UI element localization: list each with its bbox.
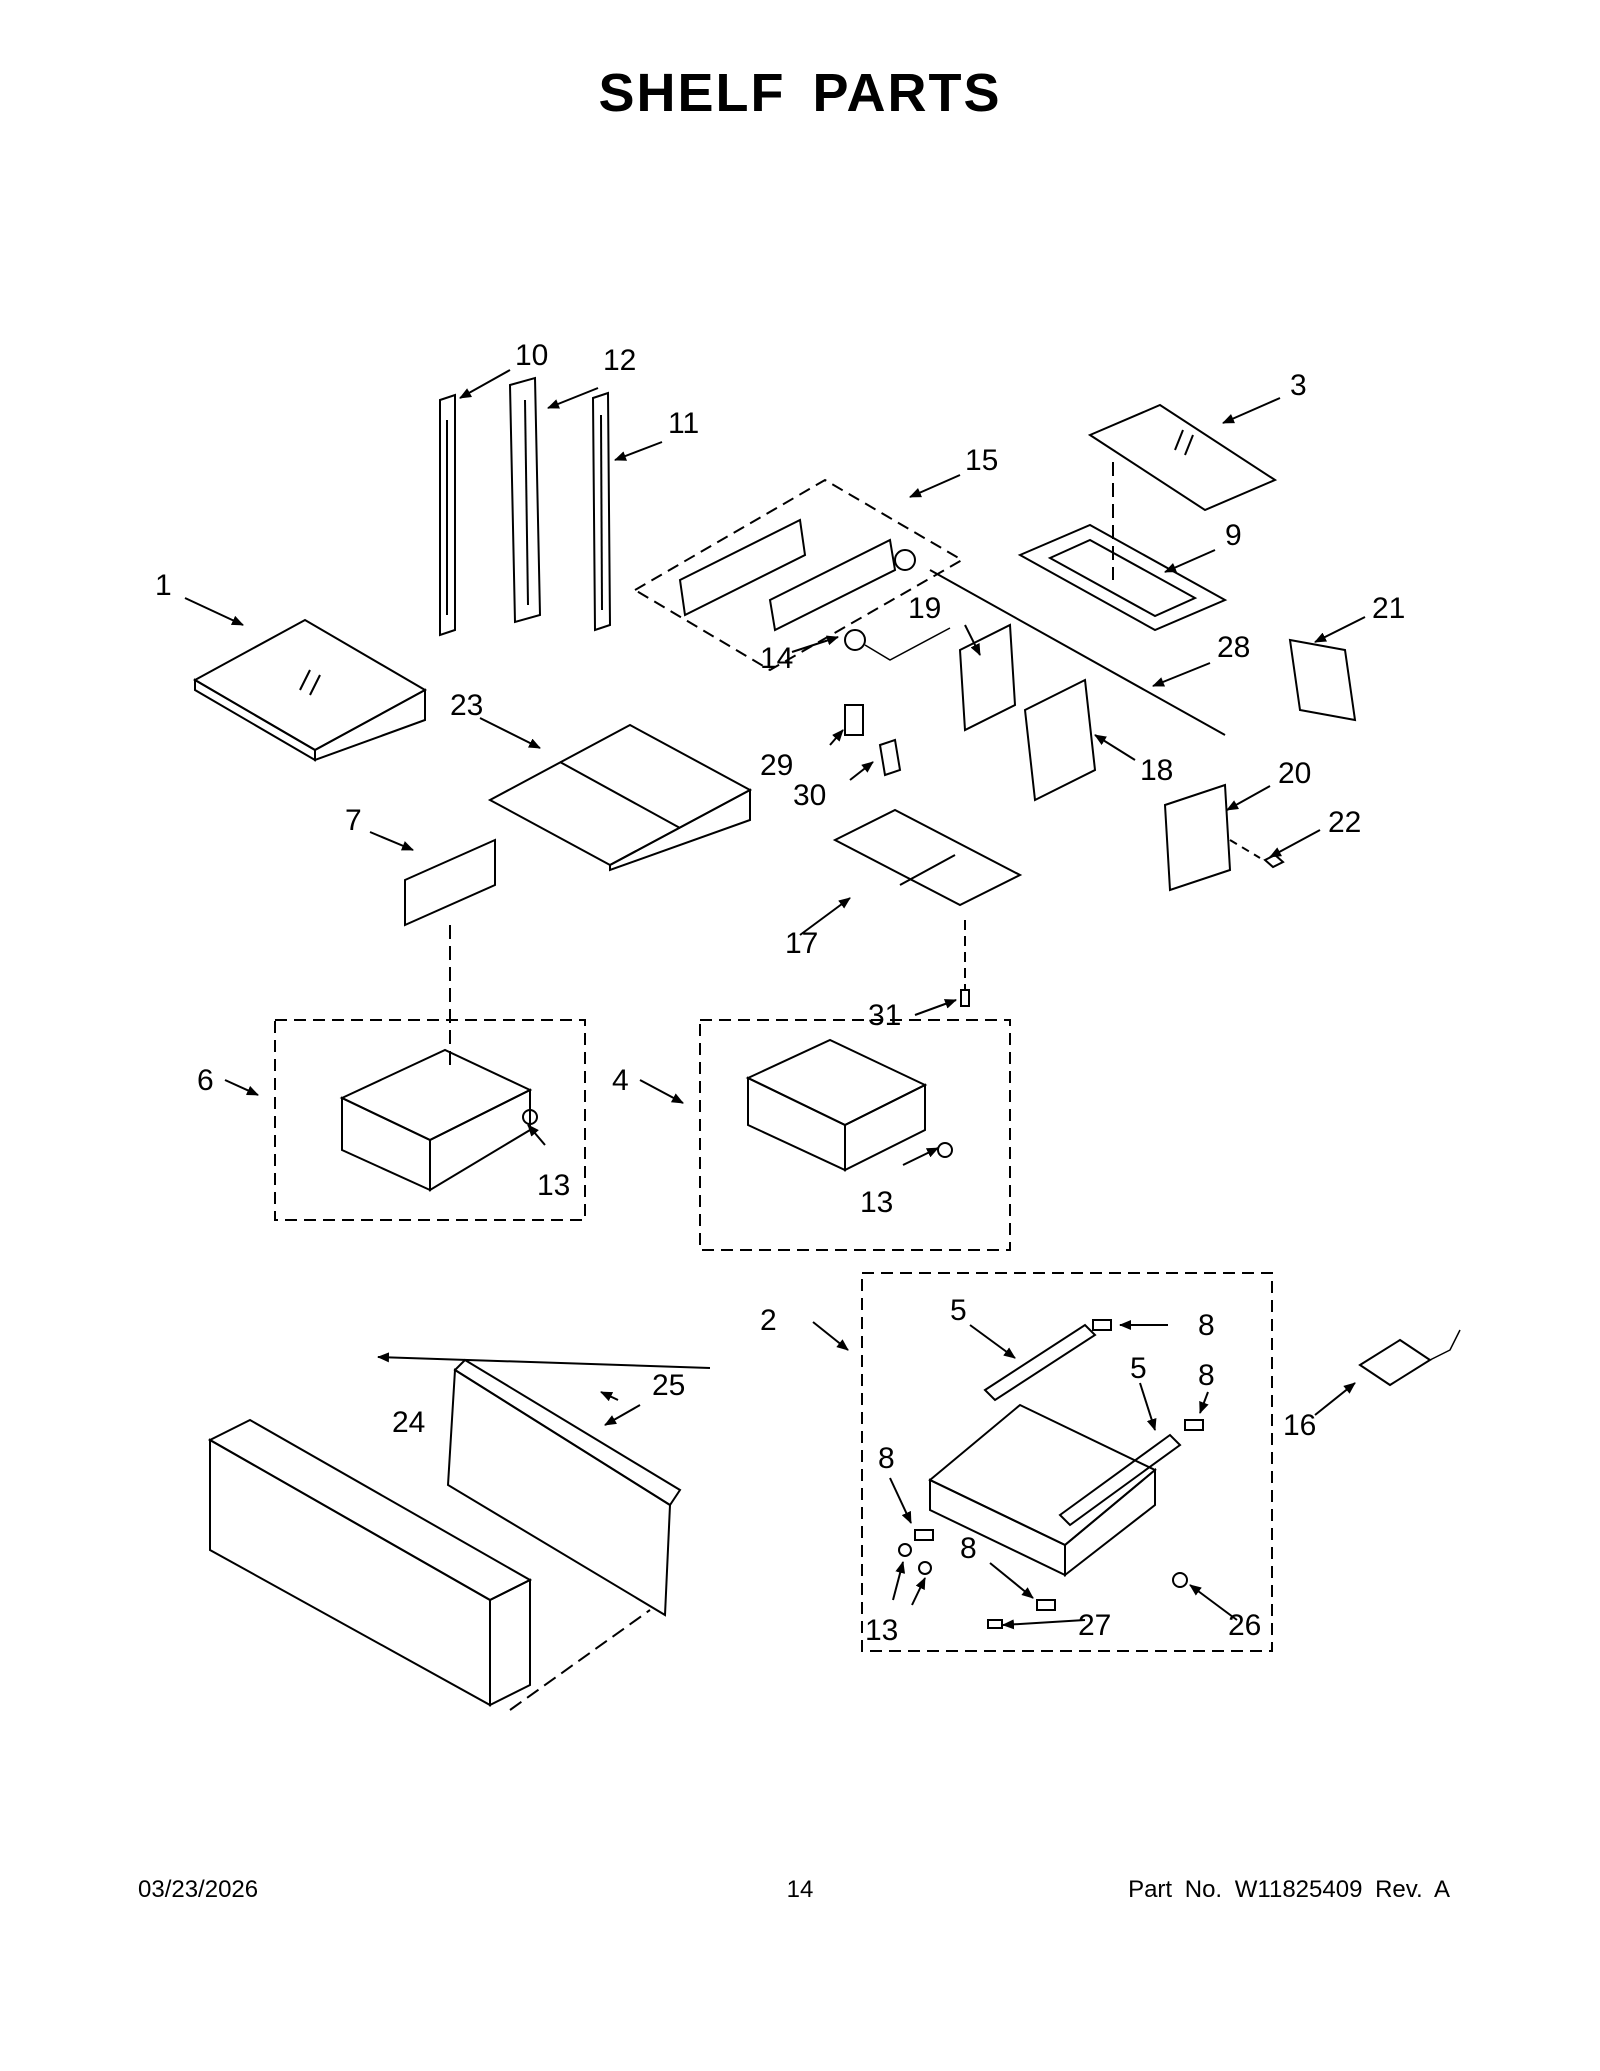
callout-5-b: 5	[1130, 1352, 1147, 1385]
part-7-front	[404, 838, 496, 927]
part-8-hinge-c	[914, 1529, 934, 1541]
callout-18: 18	[1140, 754, 1173, 787]
part-25-gasket	[446, 1358, 682, 1617]
callout-14: 14	[760, 642, 793, 675]
part-3-glass	[1087, 403, 1278, 512]
callout-16: 16	[1283, 1409, 1316, 1442]
footer-part-number: Part No. W11825409 Rev. A	[1128, 1876, 1450, 1903]
callout-8-b: 8	[1198, 1359, 1215, 1392]
part-31-screw	[960, 989, 970, 1007]
callout-11: 11	[668, 407, 699, 440]
callout-10: 10	[515, 339, 548, 372]
part-18-bracket	[1023, 678, 1097, 802]
part-6-drawer	[339, 1048, 538, 1192]
part-19-bracket	[958, 623, 1017, 732]
callout-1: 1	[155, 569, 172, 602]
callout-21: 21	[1372, 592, 1405, 625]
callout-6: 6	[197, 1064, 214, 1097]
part-8-hinge-d	[1036, 1599, 1056, 1611]
callout-26: 26	[1228, 1609, 1261, 1642]
group-box-4	[699, 1019, 1011, 1251]
callout-23: 23	[450, 689, 483, 722]
part-28-wire	[929, 569, 1226, 736]
part-8-hinge-b	[1184, 1419, 1204, 1431]
callout-13-crisper: 13	[865, 1614, 898, 1647]
part-23-shelf	[487, 723, 753, 872]
part-24-drawer-front	[207, 1418, 533, 1707]
callout-31: 31	[868, 999, 901, 1032]
callout-13-drawer-6: 13	[537, 1169, 570, 1202]
group-box-2	[861, 1272, 1273, 1652]
callout-30: 30	[793, 779, 826, 812]
callout-12: 12	[603, 344, 636, 377]
part-11-rail	[591, 391, 612, 632]
part-17-plate	[832, 808, 1023, 907]
part-13-washer-a	[898, 1543, 912, 1557]
part-29-clip	[844, 704, 864, 736]
part-21-cover	[1288, 638, 1357, 722]
part-10-rail	[439, 393, 456, 637]
callout-19: 19	[908, 592, 941, 625]
part-5-rail-b	[1058, 1433, 1182, 1527]
footer-page-number: 14	[786, 1876, 814, 1903]
part-30-bracket	[878, 738, 902, 777]
callout-25: 25	[652, 1369, 685, 1402]
callout-28: 28	[1217, 631, 1250, 664]
callout-29: 29	[760, 749, 793, 782]
part-26-knob	[1172, 1572, 1188, 1588]
part-15-slide-assembly	[678, 518, 916, 632]
callout-15: 15	[965, 444, 998, 477]
callout-20: 20	[1278, 757, 1311, 790]
callout-8-d: 8	[960, 1532, 977, 1565]
part-16-light	[1358, 1338, 1432, 1387]
callout-13-drawer-4: 13	[860, 1186, 893, 1219]
callout-4: 4	[612, 1064, 629, 1097]
part-14-knob	[844, 629, 866, 651]
part-27-screw	[987, 1619, 1003, 1629]
callout-2: 2	[760, 1304, 777, 1337]
callout-5-a: 5	[950, 1294, 967, 1327]
group-box-15	[633, 478, 964, 672]
callout-8-c: 8	[878, 1442, 895, 1475]
callout-22: 22	[1328, 806, 1361, 839]
part-20-panel	[1163, 783, 1232, 892]
part-12-rail	[508, 376, 542, 624]
footer-date: 03/23/2026	[138, 1876, 259, 1903]
callout-7: 7	[345, 804, 362, 837]
callout-24: 24	[392, 1406, 425, 1439]
part-13-washer-b	[918, 1561, 932, 1575]
part-4-drawer	[745, 1038, 953, 1172]
part-5-rail-a	[983, 1323, 1097, 1402]
callout-3: 3	[1290, 369, 1307, 402]
callout-8-a: 8	[1198, 1309, 1215, 1342]
callout-9: 9	[1225, 519, 1242, 552]
callout-27: 27	[1078, 1609, 1111, 1642]
callout-17: 17	[785, 927, 818, 960]
page-title: SHELF PARTS	[598, 63, 1002, 123]
group-box-6	[274, 1019, 586, 1221]
part-1-shelf	[192, 618, 428, 762]
part-2-crisper	[898, 1319, 1204, 1629]
part-8-hinge-a	[1092, 1319, 1112, 1331]
part-22-clip	[1263, 853, 1285, 869]
part-9-frame	[1017, 523, 1228, 632]
